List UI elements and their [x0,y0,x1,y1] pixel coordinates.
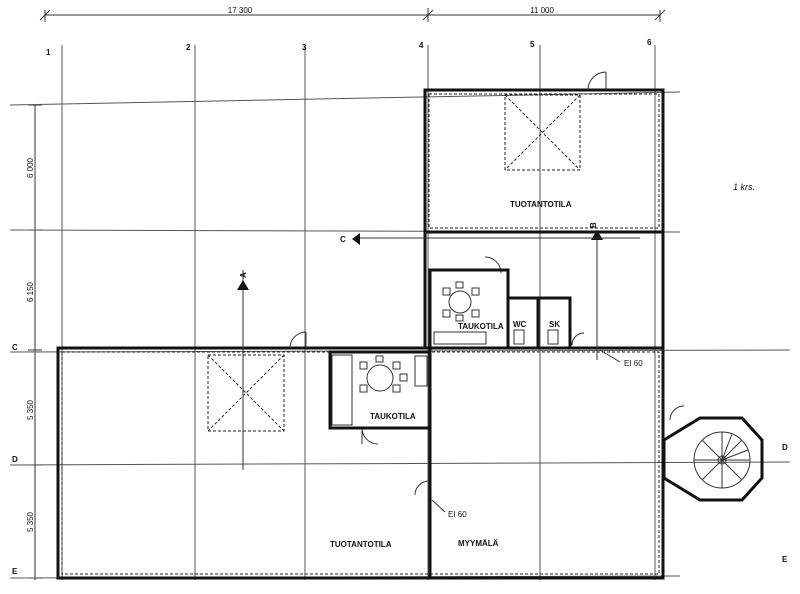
fire-rating-leaders [431,349,621,513]
section-label-c: C [340,235,346,244]
room-label-sk: SK [549,320,560,329]
fire-rating-lower: EI 60 [448,510,467,519]
wc-sk-rooms [506,296,572,350]
section-label-b: B [589,222,598,228]
axis-column-4: 4 [419,41,424,50]
axis-row-e: E [12,567,18,576]
dimension-left-2: 6 150 [26,281,35,302]
handwritten-floor-note: 1 krs. [733,182,755,192]
spiral-staircase [662,416,764,502]
skylight-lower [207,354,285,432]
top-dimension-line [39,8,666,22]
horizontal-grid-lines [9,91,791,579]
dimension-left-1: 6 000 [26,157,35,178]
dimension-left-4: 5 350 [26,511,35,532]
axis-column-5: 5 [530,40,535,49]
room-label-taukotila-lower: TAUKOTILA [370,412,416,421]
axis-column-6: 6 [647,38,652,47]
section-label-a: A [239,272,248,278]
break-room-lower [328,350,432,430]
axis-column-3: 3 [302,43,307,52]
dimension-left-3: 5 350 [26,399,35,420]
axis-row-e-right: E [782,555,788,564]
section-marker-c [352,233,640,245]
fire-rating-right: EI 60 [624,359,643,368]
axis-row-c: C [12,343,18,352]
break-room-upper [428,268,510,350]
dimension-top-left: 17 300 [228,6,253,15]
door-swings [289,71,685,496]
axis-row-d-right: D [782,443,788,452]
room-label-myymala: MYYMÄLÄ [458,539,499,548]
section-marker-b [591,230,603,360]
skylight-upper [504,94,581,171]
room-label-taukotila-upper: TAUKOTILA [458,322,504,331]
vertical-grid-lines [61,45,656,580]
room-label-wc: WC [513,320,527,329]
axis-row-d: D [12,455,18,464]
axis-column-2: 2 [186,43,191,52]
exterior-walls [56,88,665,580]
room-label-tuotantotila-top: TUOTANTOTILA [510,200,572,209]
dimension-top-right: 11 000 [530,6,554,15]
section-marker-a [237,270,249,470]
room-label-tuotantotila-bottom: TUOTANTOTILA [330,540,392,549]
axis-column-1: 1 [46,48,51,57]
